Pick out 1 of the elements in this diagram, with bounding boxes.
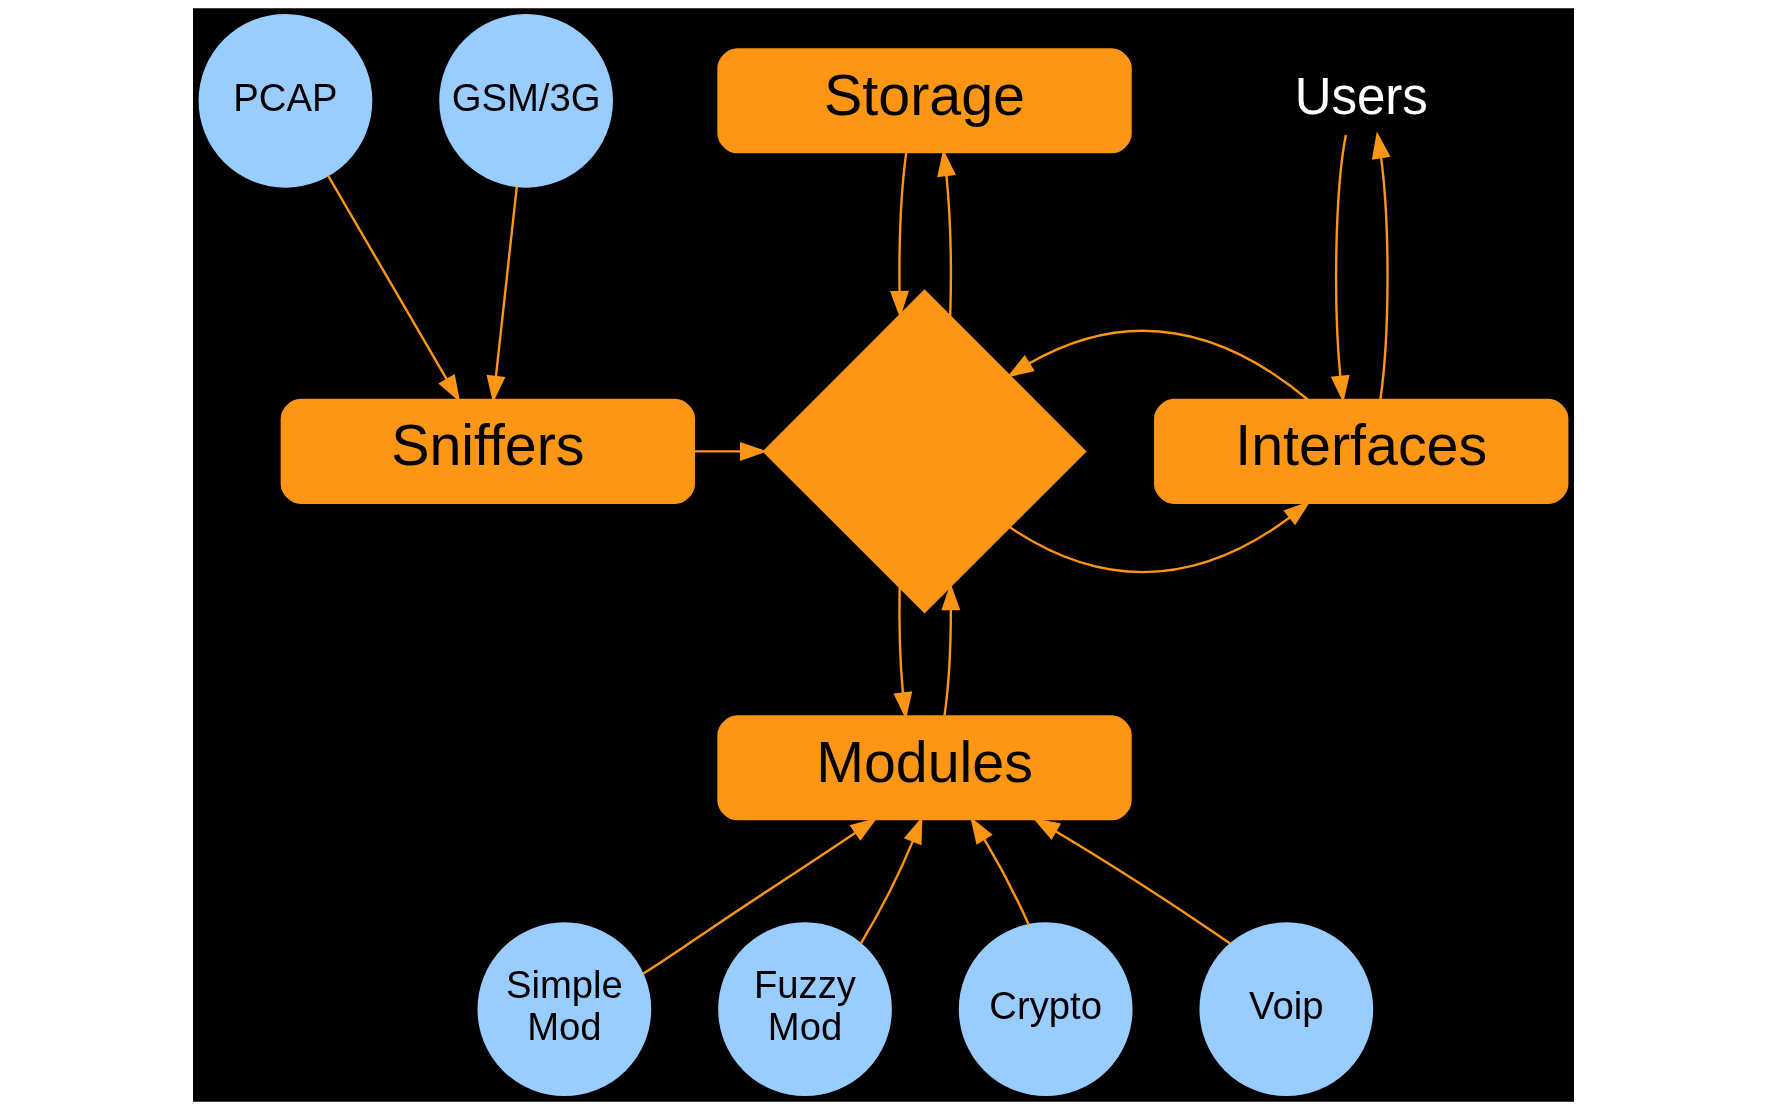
node-text: Users [1294,67,1428,125]
